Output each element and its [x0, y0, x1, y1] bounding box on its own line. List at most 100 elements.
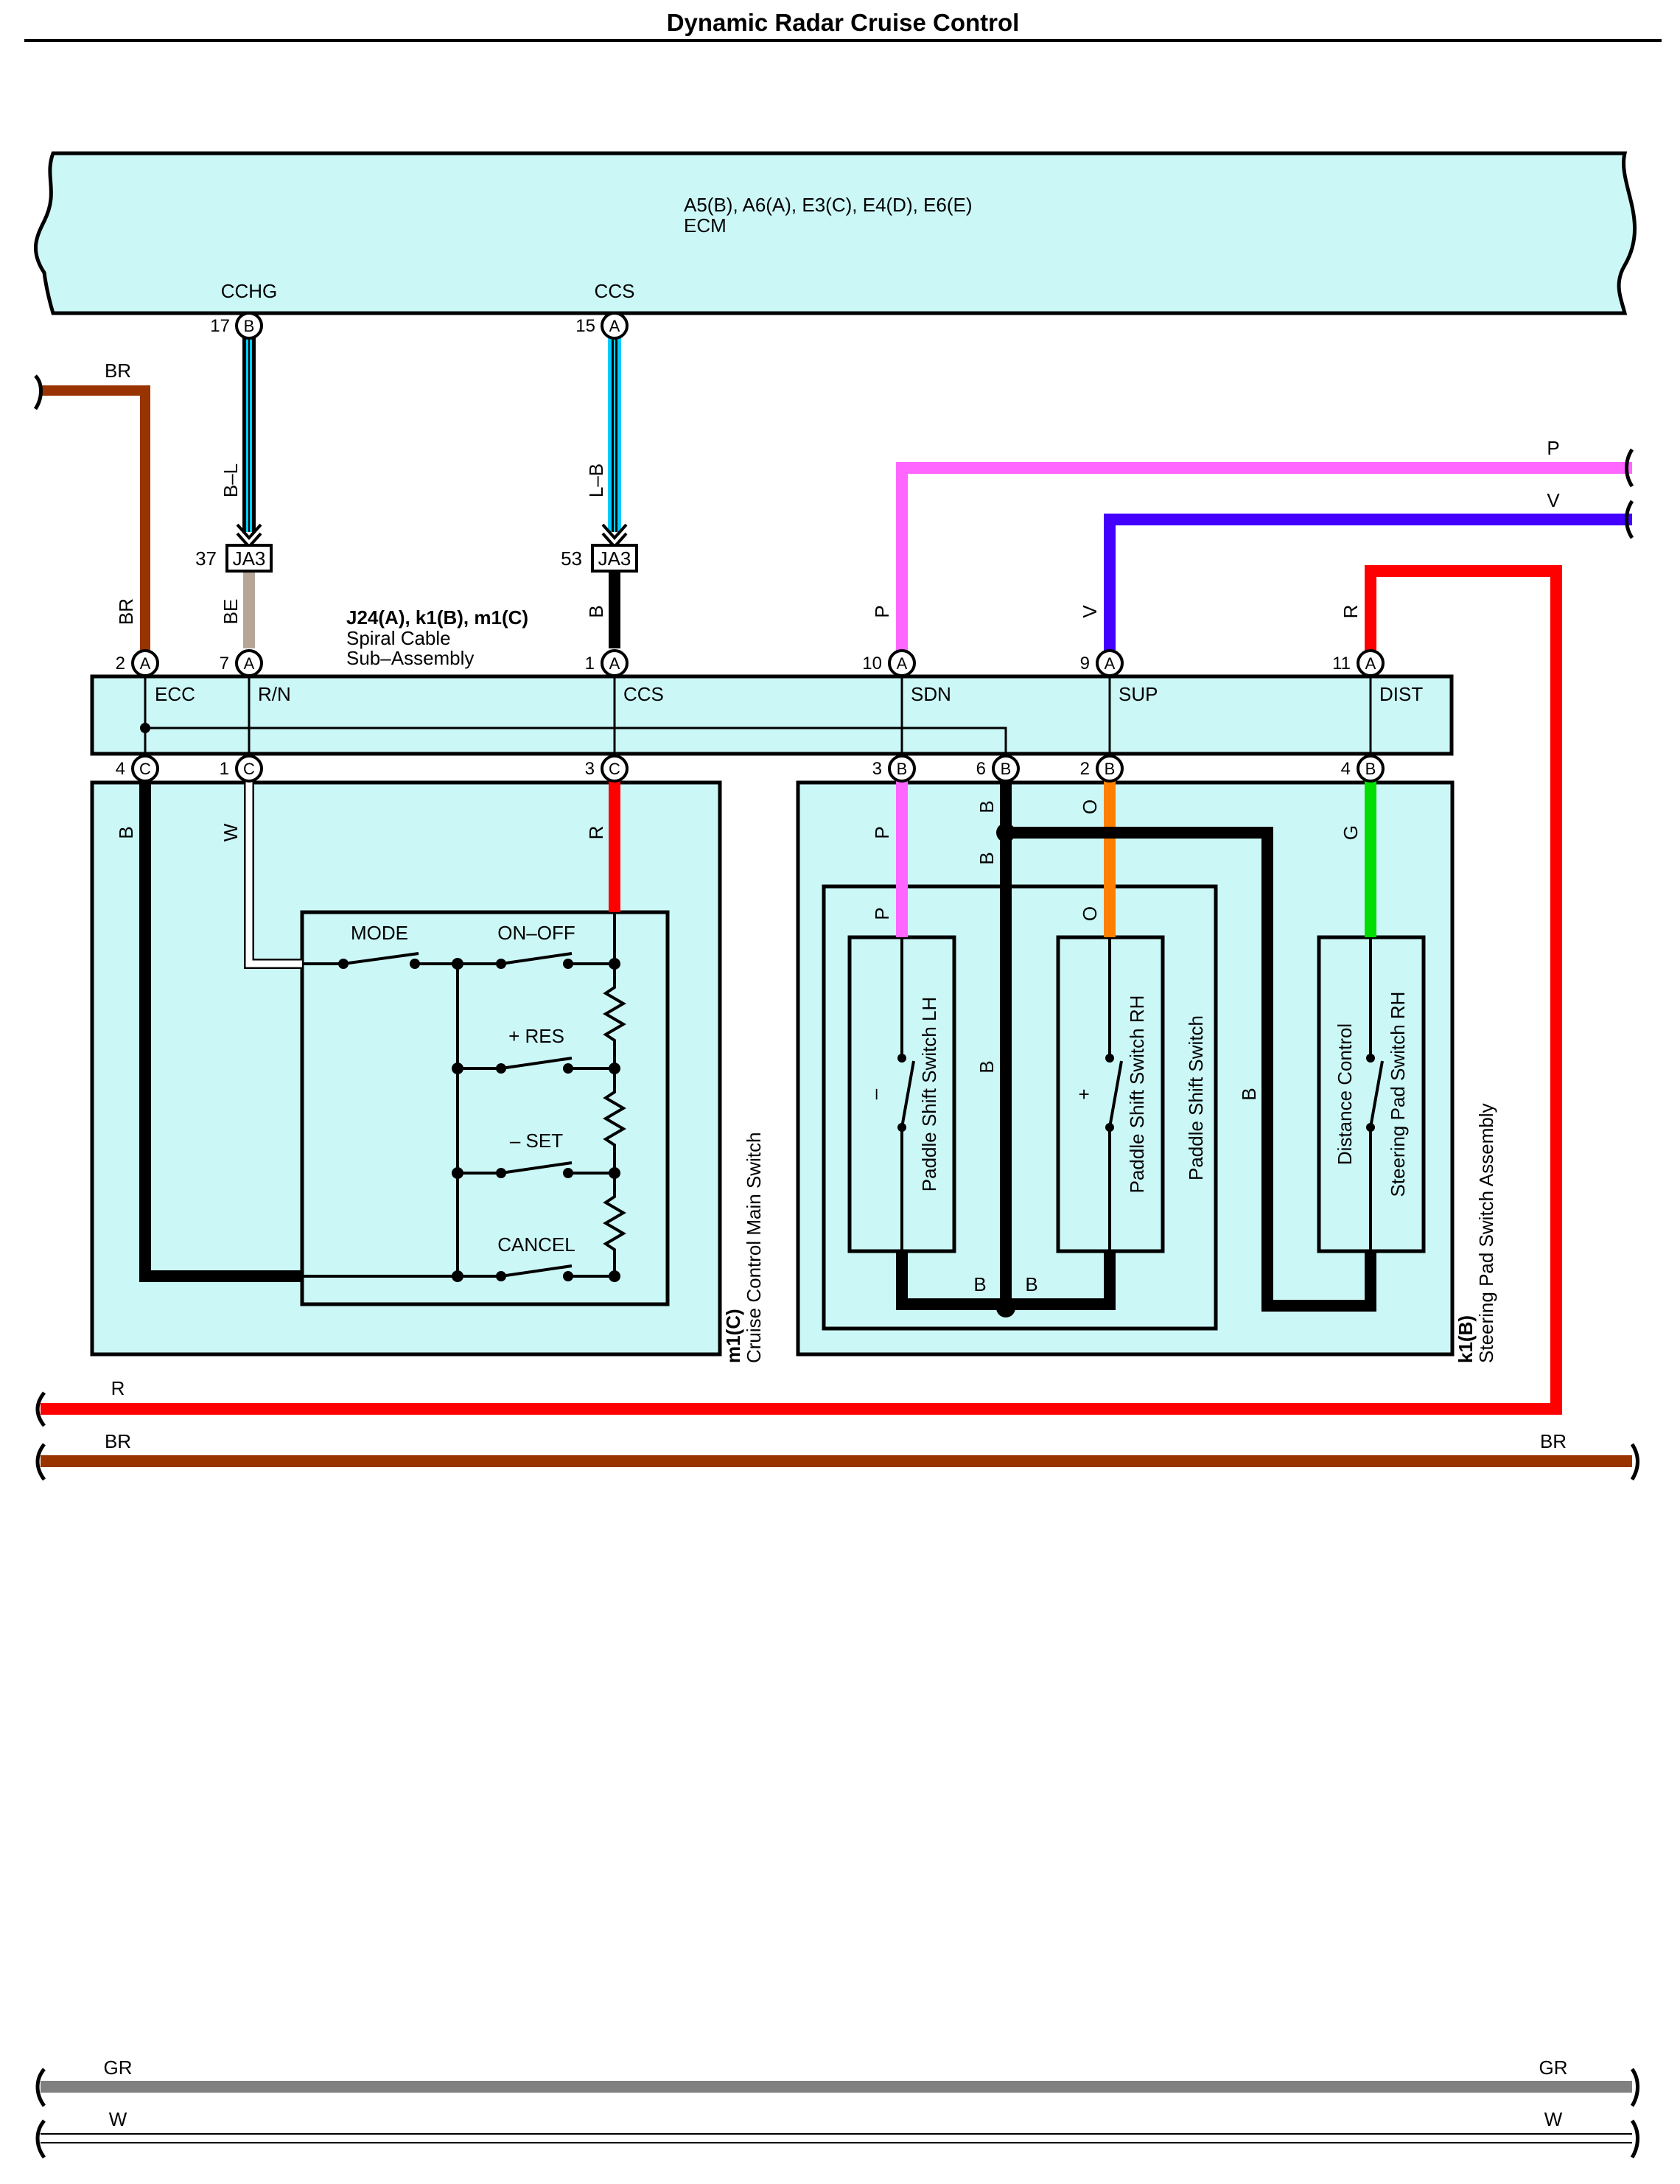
ecm-connectors: A5(B), A6(A), E3(C), E4(D), E6(E): [684, 194, 973, 216]
break-symbol-right: [1625, 448, 1634, 539]
wire-label-g: G: [1340, 825, 1362, 840]
wire-label-r-vertical: R: [1340, 605, 1362, 619]
ecm-name: ECM: [684, 214, 727, 237]
svg-text:C: C: [609, 760, 620, 778]
svg-text:6: 6: [976, 759, 986, 779]
wire-label-r-bottom: R: [111, 1377, 125, 1399]
junction-pin-53: 53: [561, 547, 582, 570]
terminal-rn: R/N: [258, 683, 291, 705]
switch-on-off: ON–OFF: [497, 922, 575, 944]
svg-text:A: A: [1105, 654, 1116, 673]
wire-b-ecc: [139, 769, 302, 1282]
junction-ja3-53-label: JA3: [598, 547, 631, 570]
pin-spiral-c1: C 1: [220, 755, 263, 783]
switch-blades: [900, 1060, 1384, 1128]
break-symbol: [33, 374, 43, 410]
switch-contact-dots: [897, 1054, 1375, 1132]
wire-label-b-a: B: [976, 852, 998, 864]
switch-res: + RES: [508, 1025, 564, 1047]
main-switch-name: Cruise Control Main Switch: [743, 1132, 765, 1363]
ecm-terminal-ccs: CCS: [595, 280, 635, 302]
paddle-lh-label: Paddle Shift Switch LH: [918, 997, 940, 1191]
wire-label-b-e: B: [1025, 1273, 1037, 1295]
wire-label-br-vertical: BR: [115, 598, 137, 625]
pin-spiral-b6: B 6: [976, 755, 1020, 783]
pin-spiral-a7: A 7: [220, 649, 263, 677]
svg-text:9: 9: [1080, 654, 1090, 673]
wire-label-o-b1: O: [1079, 799, 1101, 814]
svg-text:3: 3: [872, 759, 882, 779]
wire-label-gr-left: GR: [104, 2057, 133, 2079]
svg-text:4: 4: [116, 759, 125, 779]
terminal-sdn: SDN: [911, 683, 951, 705]
svg-text:A: A: [609, 654, 620, 673]
wire-label-b-ccs: B: [585, 605, 607, 617]
svg-text:4: 4: [1341, 759, 1351, 779]
svg-text:1: 1: [585, 654, 595, 673]
steering-pad-connector: k1(B): [1455, 1315, 1477, 1363]
wire-label-b-d: B: [973, 1273, 986, 1295]
pin-spiral-a1: A 1: [585, 649, 629, 677]
wire-r-loop: [41, 565, 1562, 1415]
wire-p: [896, 462, 1632, 652]
break-symbols-bottom: [35, 2068, 1639, 2159]
main-switch-connector: m1(C): [722, 1309, 744, 1363]
switch-mode: MODE: [351, 922, 408, 944]
paddle-rh-label: Paddle Shift Switch RH: [1126, 995, 1148, 1194]
wire-label-gr-right: GR: [1539, 2057, 1568, 2079]
splice-dot-b-top: [996, 823, 1015, 842]
terminal-ccs: CCS: [623, 683, 664, 705]
switch-cancel: CANCEL: [497, 1233, 575, 1256]
wire-label-r-ccs: R: [585, 826, 607, 840]
svg-text:2: 2: [116, 654, 125, 673]
wire-label-b-ecc: B: [115, 826, 137, 839]
splice-dot-ecc: [140, 723, 150, 733]
ecm-terminal-cchg: CCHG: [221, 280, 278, 302]
svg-text:B: B: [1365, 760, 1376, 778]
pin-spiral-a2: A 2: [116, 649, 159, 677]
splice-dot-b-bottom: [996, 1298, 1015, 1317]
distance-label2: Steering Pad Switch RH: [1387, 992, 1409, 1197]
wire-label-br-bottom-right: BR: [1540, 1430, 1567, 1452]
pin-ecm-17: B 17: [210, 312, 263, 340]
svg-text:B: B: [244, 317, 255, 335]
spiral-name2: Sub–Assembly: [346, 647, 474, 669]
junction-ja3-37: [225, 544, 273, 573]
wire-w-rn: [245, 769, 302, 967]
pin-ecm-15: A 15: [575, 312, 629, 340]
svg-text:C: C: [139, 760, 151, 778]
wire-label-p-right: P: [1547, 437, 1559, 459]
svg-text:A: A: [244, 654, 255, 673]
svg-text:A: A: [1365, 654, 1376, 673]
paddle-shift-group-box: [822, 884, 1218, 1331]
junction-ja3-53: [591, 544, 638, 573]
wire-label-w-rn: W: [220, 823, 242, 841]
pin-spiral-b2: B 2: [1080, 755, 1124, 783]
pin-spiral-c4: C 4: [116, 755, 159, 783]
pin-spiral-a11: A 11: [1332, 649, 1385, 677]
svg-text:7: 7: [220, 654, 229, 673]
svg-text:A: A: [140, 654, 151, 673]
wire-label-v-vertical: V: [1079, 605, 1101, 618]
diagram-title: Dynamic Radar Cruise Control: [667, 9, 1020, 36]
wire-v: [1104, 514, 1632, 652]
terminal-dist: DIST: [1379, 683, 1423, 705]
svg-text:2: 2: [1080, 759, 1090, 779]
pin-spiral-c3: C 3: [585, 755, 629, 783]
wire-label-b-c: B: [1238, 1088, 1260, 1100]
main-switch-box: [90, 780, 722, 1357]
wire-label-l-b: L–B: [585, 463, 607, 497]
wire-label-v-right: V: [1547, 489, 1560, 511]
pin-spiral-b3: B 3: [872, 755, 916, 783]
wire-label-b-b: B: [976, 1060, 998, 1073]
spiral-connectors: J24(A), k1(B), m1(C): [346, 606, 528, 629]
wire-label-w-left: W: [109, 2108, 127, 2130]
svg-text:A: A: [609, 317, 620, 335]
svg-text:B: B: [897, 760, 908, 778]
svg-text:B: B: [1001, 760, 1012, 778]
steering-pad-name: Steering Pad Switch Assembly: [1475, 1103, 1497, 1363]
pin-spiral-b4: B 4: [1341, 755, 1385, 783]
wire-label-o-b2: O: [1079, 906, 1101, 921]
svg-text:3: 3: [585, 759, 595, 779]
svg-text:A: A: [897, 654, 908, 673]
